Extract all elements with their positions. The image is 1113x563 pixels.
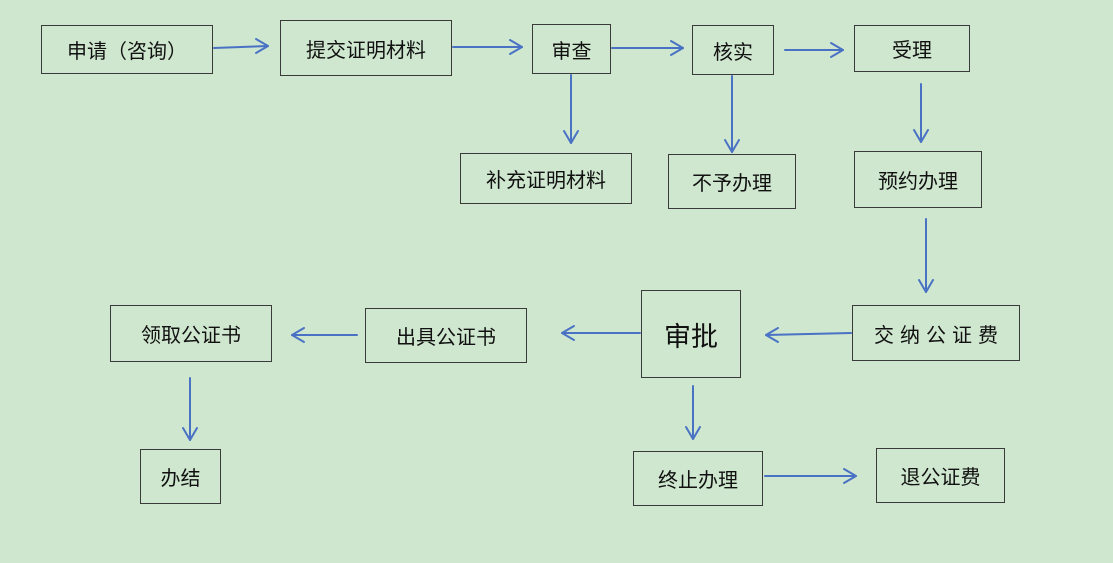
arrow-pay-fee-to-approve bbox=[765, 327, 852, 343]
arrow-approve-to-terminate bbox=[685, 385, 701, 440]
arrow-verify-to-reject bbox=[724, 75, 740, 153]
arrow-terminate-to-refund-fee bbox=[764, 468, 857, 484]
step-supplement-label: 补充证明材料 bbox=[486, 168, 606, 192]
arrow-approve-to-issue-cert bbox=[561, 325, 641, 341]
step-appointment-label: 预约办理 bbox=[878, 169, 958, 193]
step-issue-cert-label: 出具公证书 bbox=[396, 325, 496, 349]
arrow-accept-to-appointment bbox=[913, 83, 929, 143]
step-verify-label: 核实 bbox=[713, 39, 753, 64]
step-appointment: 预约办理 bbox=[854, 151, 982, 208]
arrow-issue-cert-to-collect-cert bbox=[291, 327, 358, 343]
arrow-review-to-supplement bbox=[563, 74, 579, 144]
step-issue-cert: 出具公证书 bbox=[365, 308, 527, 363]
arrow-apply-to-submit bbox=[213, 38, 269, 54]
step-collect-cert: 领取公证书 bbox=[110, 305, 272, 362]
step-pay-fee: 交纳公证费 bbox=[852, 305, 1020, 361]
step-verify: 核实 bbox=[692, 25, 774, 75]
step-reject-label: 不予办理 bbox=[692, 171, 772, 195]
step-complete: 办结 bbox=[140, 449, 221, 504]
step-refund-fee: 退公证费 bbox=[876, 448, 1005, 503]
step-collect-cert-label: 领取公证书 bbox=[141, 323, 241, 347]
step-review: 审查 bbox=[532, 24, 611, 74]
step-pay-fee-label: 交纳公证费 bbox=[874, 322, 1004, 347]
step-accept: 受理 bbox=[854, 25, 970, 72]
step-apply: 申请（咨询） bbox=[41, 25, 213, 74]
step-accept-label: 受理 bbox=[892, 38, 932, 62]
step-refund-fee-label: 退公证费 bbox=[900, 465, 981, 489]
step-terminate-label: 终止办理 bbox=[658, 468, 738, 492]
step-apply-label: 申请（咨询） bbox=[67, 39, 187, 63]
step-submit: 提交证明材料 bbox=[280, 20, 452, 76]
step-approve-label: 审批 bbox=[664, 321, 718, 353]
step-reject: 不予办理 bbox=[668, 154, 796, 209]
step-approve: 审批 bbox=[641, 290, 741, 378]
arrow-submit-to-review bbox=[452, 39, 523, 55]
arrow-appointment-to-pay-fee bbox=[918, 218, 934, 293]
arrow-collect-cert-to-complete bbox=[182, 377, 198, 441]
arrow-verify-to-accept bbox=[784, 42, 844, 58]
step-submit-label: 提交证明材料 bbox=[306, 37, 426, 62]
step-supplement: 补充证明材料 bbox=[460, 153, 632, 204]
arrow-review-to-verify bbox=[611, 40, 684, 56]
step-review-label: 审查 bbox=[551, 38, 592, 63]
step-complete-label: 办结 bbox=[160, 466, 201, 490]
step-terminate: 终止办理 bbox=[633, 451, 763, 506]
